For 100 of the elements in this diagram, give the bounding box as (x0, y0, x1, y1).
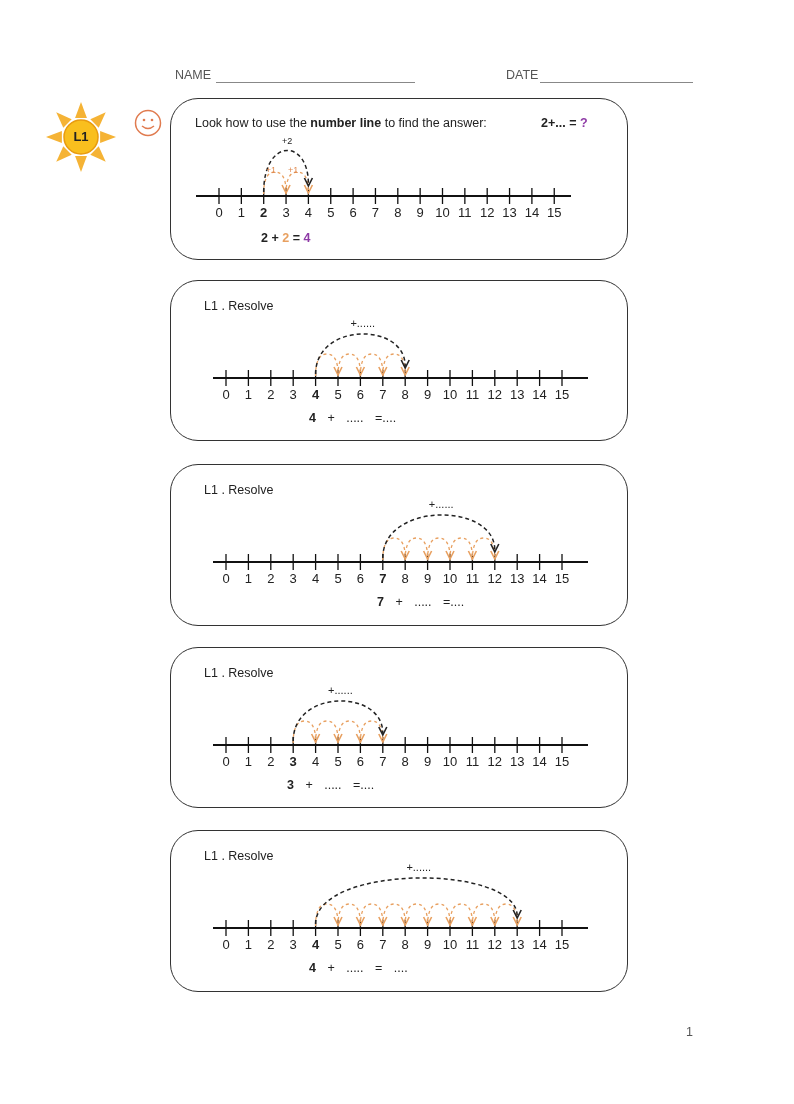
jump-label: +...... (406, 861, 432, 874)
number-label: 8 (401, 572, 409, 587)
number-label: 4 (312, 755, 320, 770)
number-label: 10 (435, 206, 450, 221)
number-label: 12 (487, 938, 503, 953)
equation-text: 7 + ..... =.... (377, 596, 465, 610)
number-label: 6 (349, 206, 357, 221)
number-label: 0 (222, 388, 230, 403)
number-label: 8 (401, 938, 409, 953)
number-label: 2 (260, 206, 268, 221)
number-label: 13 (509, 938, 525, 953)
number-label: 9 (424, 755, 432, 770)
number-label: 7 (379, 388, 387, 403)
number-label: 2 (267, 938, 275, 953)
number-label: 13 (509, 572, 525, 587)
jump-label: +1 (288, 166, 299, 176)
number-label: 3 (289, 755, 297, 770)
jump-label: +2 (282, 136, 293, 147)
number-label: 15 (554, 572, 570, 587)
equation-text: 4 + ..... = .... (309, 962, 408, 976)
field-label: DATE (506, 69, 539, 83)
number-label: 9 (424, 938, 432, 953)
number-label: 0 (222, 755, 230, 770)
exercise-card (170, 280, 628, 441)
jump-label: +1 (265, 166, 276, 176)
instruction-text: L1 . Resolve (204, 300, 274, 314)
number-label: 11 (465, 572, 480, 587)
number-label: 8 (401, 755, 409, 770)
instruction-text: L1 . Resolve (204, 667, 274, 681)
number-label: 5 (334, 388, 342, 403)
number-label: 0 (222, 938, 230, 953)
jump-label: +...... (328, 684, 353, 697)
number-label: 11 (465, 755, 480, 770)
number-label: 12 (487, 755, 503, 770)
number-label: 2 (267, 755, 275, 770)
number-label: 6 (356, 755, 364, 770)
instruction-text: L1 . Resolve (204, 850, 274, 864)
number-label: 14 (532, 938, 547, 953)
number-label: 9 (424, 388, 432, 403)
number-label: 1 (237, 206, 245, 221)
exercise-card (170, 647, 628, 808)
instruction-text: L1 . Resolve (204, 484, 274, 498)
number-label: 13 (509, 388, 525, 403)
number-label: 5 (334, 572, 342, 587)
number-label: 3 (289, 388, 297, 403)
number-label: 0 (222, 572, 230, 587)
number-label: 8 (394, 206, 402, 221)
number-label: 1 (244, 572, 252, 587)
number-label: 9 (424, 572, 432, 587)
number-label: 11 (465, 938, 480, 953)
number-label: 1 (244, 388, 252, 403)
number-label: 13 (509, 755, 525, 770)
number-label: 11 (465, 388, 480, 403)
number-label: 14 (532, 572, 547, 587)
instruction-text: Look how to use the number line to find the answer: (195, 117, 487, 131)
number-label: 10 (442, 938, 458, 953)
exercise-card (170, 830, 628, 992)
number-label: 1 (244, 938, 252, 953)
number-label: 6 (356, 572, 364, 587)
number-label: 14 (532, 388, 547, 403)
number-label: 7 (379, 572, 387, 587)
number-label: 12 (487, 388, 503, 403)
number-label: 2 (267, 572, 275, 587)
number-label: 10 (442, 388, 458, 403)
number-label: 15 (554, 755, 570, 770)
number-label: 12 (487, 572, 503, 587)
number-label: 12 (479, 206, 495, 221)
number-label: 2 (267, 388, 275, 403)
jump-label: +...... (350, 317, 376, 330)
number-label: 6 (356, 938, 364, 953)
number-label: 14 (524, 206, 540, 221)
equation-text: 2 + 2 = 4 (261, 232, 311, 246)
number-label: 5 (334, 938, 342, 953)
number-label: 15 (547, 206, 562, 221)
page-number: 1 (686, 1026, 693, 1040)
number-label: 4 (312, 572, 320, 587)
equation-text: 2+... = ? (541, 117, 588, 131)
field-label: NAME (175, 69, 212, 83)
number-label: 4 (312, 388, 320, 403)
number-label: 6 (356, 388, 364, 403)
number-label: 3 (282, 206, 290, 221)
equation-text: 4 + ..... =.... (309, 412, 397, 426)
number-label: 4 (304, 206, 312, 221)
number-label: 11 (458, 206, 472, 221)
number-label: 7 (371, 206, 380, 221)
number-label: 1 (244, 755, 252, 770)
number-label: 15 (554, 388, 570, 403)
number-label: 4 (312, 938, 320, 953)
exercise-card (170, 98, 628, 260)
number-label: 3 (289, 938, 297, 953)
number-label: 9 (416, 206, 424, 221)
number-label: 5 (334, 755, 342, 770)
number-label: 3 (289, 572, 297, 587)
equation-text: 3 + ..... =.... (287, 779, 375, 793)
exercise-card (170, 464, 628, 626)
number-label: 7 (379, 938, 387, 953)
number-label: 15 (554, 938, 570, 953)
number-label: 7 (379, 755, 387, 770)
jump-label: +...... (428, 498, 454, 511)
number-label: 10 (442, 755, 458, 770)
